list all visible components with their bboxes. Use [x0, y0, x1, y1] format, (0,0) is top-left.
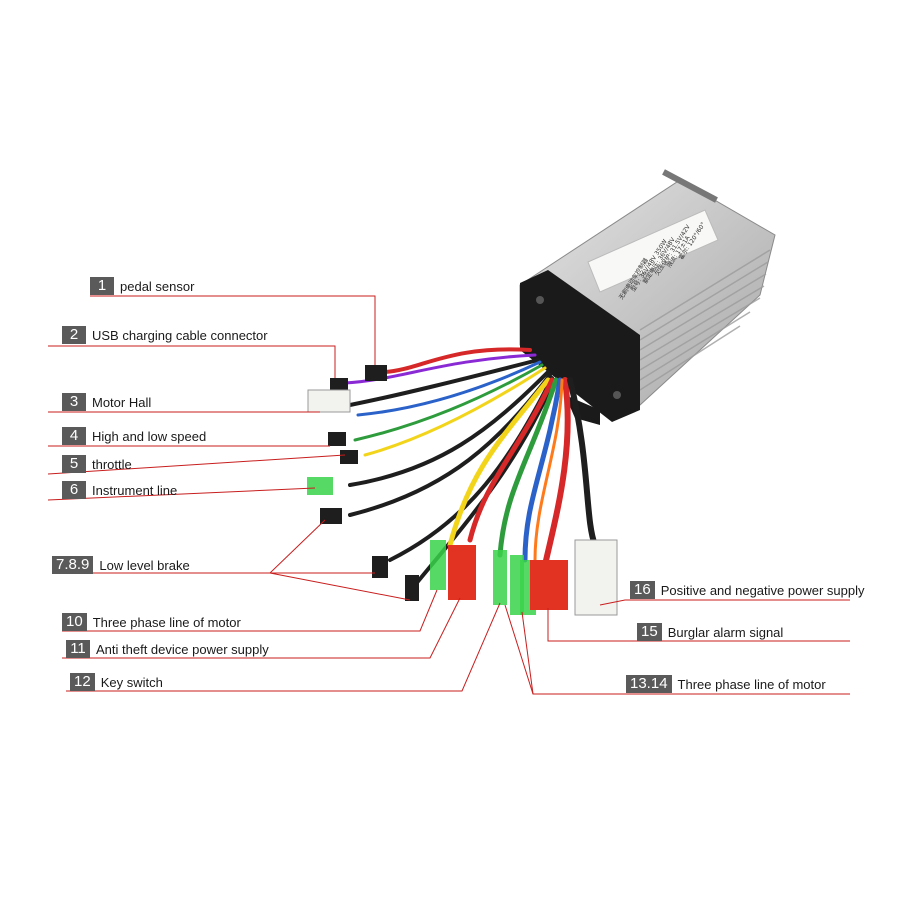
callout-three-phase-13-14: 13.14 Three phase line of motor	[626, 675, 826, 693]
product-sticker	[587, 209, 719, 293]
callout-text: Key switch	[100, 674, 163, 690]
controller-housing: 无刷电动车控制器 型号: 36V/48V 350W 额定电压: 36V/48V …	[519, 169, 776, 425]
wire-bundle	[343, 347, 598, 587]
connector-key-switch	[493, 550, 507, 605]
leader-lines	[47, 295, 850, 695]
callout-number: 1	[90, 277, 114, 295]
callout-number: 10	[62, 613, 87, 631]
callout-text: Anti theft device power supply	[96, 641, 269, 657]
callout-text: throttle	[92, 456, 132, 472]
callout-number: 16	[630, 581, 655, 599]
callout-low-level-brake: 7.8.9 Low level brake	[52, 556, 190, 574]
connector-brake-a	[320, 508, 342, 524]
connector-brake-c	[405, 575, 419, 601]
callout-text: Three phase line of motor	[677, 676, 826, 692]
callout-number: 7.8.9	[52, 556, 94, 574]
callout-power-supply: 16 Positive and negative power supply	[630, 581, 864, 599]
callout-text: High and low speed	[92, 428, 207, 444]
connector-alarm	[530, 560, 568, 610]
callout-number: 4	[62, 427, 86, 445]
callout-text: pedal sensor	[120, 278, 195, 294]
connector-throttle	[340, 450, 358, 464]
connector-power	[574, 539, 618, 616]
callout-text: Motor Hall	[92, 394, 152, 410]
callout-motor-hall: 3 Motor Hall	[62, 393, 151, 411]
callout-text: Burglar alarm signal	[667, 624, 784, 640]
connector-instrument	[307, 477, 333, 495]
connector-speed	[328, 432, 346, 446]
callout-text: Three phase line of motor	[92, 614, 241, 630]
callout-number: 12	[70, 673, 95, 691]
callout-number: 11	[66, 640, 90, 658]
callout-instrument-line: 6 Instrument line	[62, 481, 177, 499]
callout-number: 2	[62, 326, 86, 344]
callout-key-switch: 12 Key switch	[70, 673, 163, 691]
connector-pedal-sensor	[365, 365, 387, 381]
end-cap	[520, 270, 640, 422]
callout-number: 6	[62, 481, 86, 499]
callout-throttle: 5 throttle	[62, 455, 132, 473]
callout-burglar-alarm: 15 Burglar alarm signal	[637, 623, 783, 641]
callout-anti-theft-power: 11 Anti theft device power supply	[66, 640, 269, 658]
callout-text: Instrument line	[92, 482, 178, 498]
callout-high-low-speed: 4 High and low speed	[62, 427, 206, 445]
connector-usb	[330, 378, 348, 392]
connector-motor-hall	[307, 389, 351, 413]
callout-number: 15	[637, 623, 662, 641]
connector-phase-a	[430, 540, 446, 590]
callout-number: 3	[62, 393, 86, 411]
callout-three-phase-10: 10 Three phase line of motor	[62, 613, 241, 631]
connector-brake-b	[372, 556, 388, 578]
callout-number: 5	[62, 455, 86, 473]
callout-text: Low level brake	[99, 557, 190, 573]
callout-text: Positive and negative power supply	[660, 582, 865, 598]
callout-usb-connector: 2 USB charging cable connector	[62, 326, 268, 344]
callout-number: 13.14	[626, 675, 672, 693]
callout-pedal-sensor: 1 pedal sensor	[90, 277, 194, 295]
connector-anti-theft	[448, 545, 476, 600]
callout-text: USB charging cable connector	[92, 327, 268, 343]
